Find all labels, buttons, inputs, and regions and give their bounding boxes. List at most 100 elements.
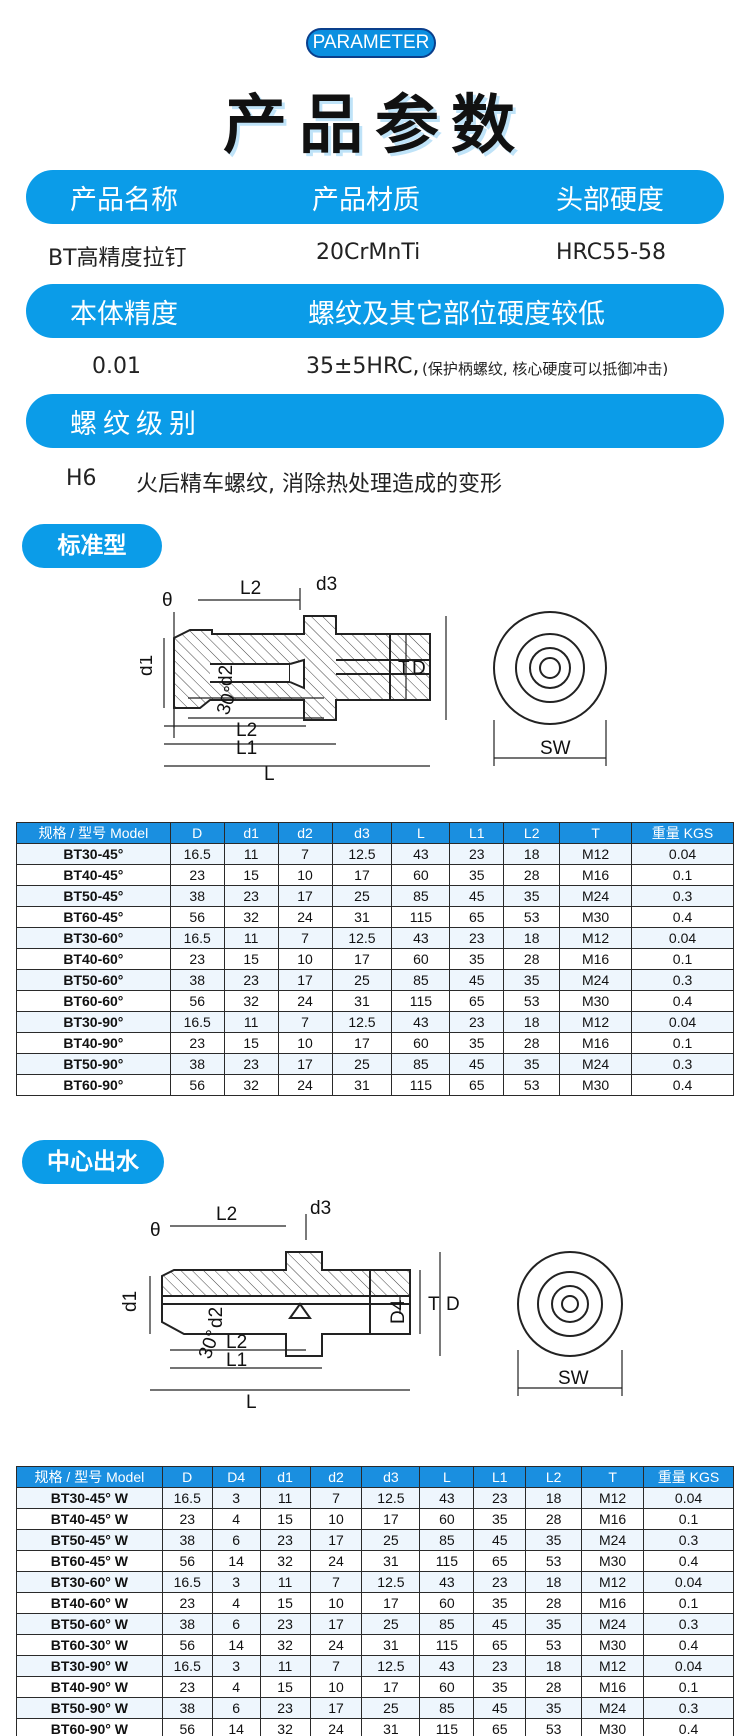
table-cell: M12 — [559, 927, 633, 949]
table-cell: 17 — [331, 864, 393, 886]
table-cell: 16.5 — [169, 843, 225, 865]
table-cell: 12.5 — [361, 1487, 421, 1509]
table-cell: 31 — [361, 1550, 421, 1572]
table-cell: 85 — [419, 1613, 475, 1635]
table-cell: 12.5 — [331, 843, 393, 865]
table-cell: 17 — [361, 1508, 421, 1530]
coolant-dim-L: L — [246, 1392, 257, 1413]
param-header-bar-1: 产品名称 产品材质 头部硬度 — [26, 170, 724, 224]
table-cell: 23 — [449, 843, 505, 865]
table-cell: 24 — [309, 1550, 363, 1572]
table-cell: 18 — [503, 1011, 561, 1033]
table-cell: 32 — [259, 1550, 311, 1572]
table-cell: 85 — [391, 969, 451, 991]
table-cell: 10 — [277, 948, 333, 970]
model-cell: BT30-90° — [16, 1011, 171, 1033]
table-cell: 115 — [419, 1634, 475, 1656]
table-cell: 38 — [169, 1053, 225, 1075]
col-head-hardness: 头部硬度 — [556, 184, 664, 216]
table-cell: 0.3 — [643, 1529, 734, 1551]
table-cell: 38 — [169, 885, 225, 907]
table-cell: M16 — [581, 1508, 645, 1530]
table-cell: 0.04 — [643, 1655, 734, 1677]
table-cell: 23 — [223, 885, 279, 907]
table-cell: 56 — [161, 1718, 213, 1736]
table-cell: M12 — [581, 1571, 645, 1593]
table-cell: 0.3 — [643, 1697, 734, 1719]
table-cell: 115 — [391, 1074, 451, 1096]
table-cell: 115 — [391, 990, 451, 1012]
table-cell: 43 — [391, 927, 451, 949]
table-cell: 25 — [361, 1613, 421, 1635]
coolant-dim-d1: d1 — [120, 1291, 141, 1312]
table-cell: 56 — [169, 990, 225, 1012]
dim-L1: L1 — [236, 738, 257, 759]
column-header: d1 — [259, 1466, 311, 1488]
table-cell: 32 — [223, 990, 279, 1012]
column-header: L2 — [525, 1466, 583, 1488]
table-cell: 4 — [211, 1592, 261, 1614]
dim-d2: d2 — [216, 665, 237, 686]
table-cell: 60 — [391, 864, 451, 886]
coolant-dim-SW: SW — [558, 1368, 589, 1389]
coolant-pull-stud-diagram: d1 L2 d3 θ d2 30° D4 T D L2 L1 L SW — [120, 1200, 623, 1413]
table-cell: 23 — [169, 1032, 225, 1054]
model-cell: BT40-45° — [16, 864, 171, 886]
table-cell: M16 — [581, 1592, 645, 1614]
value-thread-grade: H6 — [66, 466, 97, 491]
coolant-dim-D: D — [446, 1294, 460, 1315]
table-cell: 28 — [503, 948, 561, 970]
table-cell: 16.5 — [161, 1487, 213, 1509]
coolant-dim-theta: θ — [150, 1220, 161, 1241]
table-cell: M16 — [581, 1676, 645, 1698]
table-cell: 17 — [361, 1592, 421, 1614]
table-cell: 23 — [223, 969, 279, 991]
table-cell: M24 — [559, 885, 633, 907]
table-cell: 11 — [259, 1571, 311, 1593]
table-cell: 6 — [211, 1613, 261, 1635]
table-cell: 7 — [309, 1571, 363, 1593]
table-cell: 32 — [259, 1634, 311, 1656]
table-cell: 38 — [169, 969, 225, 991]
table-cell: 18 — [503, 843, 561, 865]
model-cell: BT60-45° W — [16, 1550, 163, 1572]
table-cell: 45 — [449, 969, 505, 991]
col-material: 产品材质 — [312, 184, 420, 216]
column-header: D4 — [211, 1466, 261, 1488]
value-material: 20CrMnTi — [316, 240, 421, 265]
table-cell: 10 — [309, 1592, 363, 1614]
coolant-dim-L2-bottom: L2 — [226, 1332, 247, 1353]
section-label-standard: 标准型 — [22, 524, 162, 568]
table-cell: 7 — [309, 1655, 363, 1677]
value-thread-description: 火后精车螺纹, 消除热处理造成的变形 — [136, 472, 502, 497]
column-header: T — [581, 1466, 645, 1488]
coolant-dimension-lines — [149, 1214, 441, 1391]
table-cell: M16 — [559, 948, 633, 970]
table-cell: 25 — [331, 1053, 393, 1075]
table-cell: 85 — [419, 1529, 475, 1551]
table-cell: M24 — [581, 1697, 645, 1719]
table-cell: 0.3 — [643, 1613, 734, 1635]
table-cell: 23 — [161, 1676, 213, 1698]
table-cell: 14 — [211, 1718, 261, 1736]
table-cell: 43 — [391, 843, 451, 865]
table-cell: 16.5 — [169, 1011, 225, 1033]
table-cell: 23 — [473, 1487, 527, 1509]
table-cell: 31 — [331, 990, 393, 1012]
col-thread-hardness: 螺纹及其它部位硬度较低 — [308, 298, 605, 330]
table-cell: 0.4 — [631, 990, 734, 1012]
table-cell: 43 — [419, 1571, 475, 1593]
value-head-hardness: HRC55-58 — [556, 240, 667, 265]
table-cell: M12 — [581, 1655, 645, 1677]
table-cell: 28 — [525, 1592, 583, 1614]
table-cell: 4 — [211, 1508, 261, 1530]
model-cell: BT50-60° W — [16, 1613, 163, 1635]
table-cell: 28 — [503, 1032, 561, 1054]
